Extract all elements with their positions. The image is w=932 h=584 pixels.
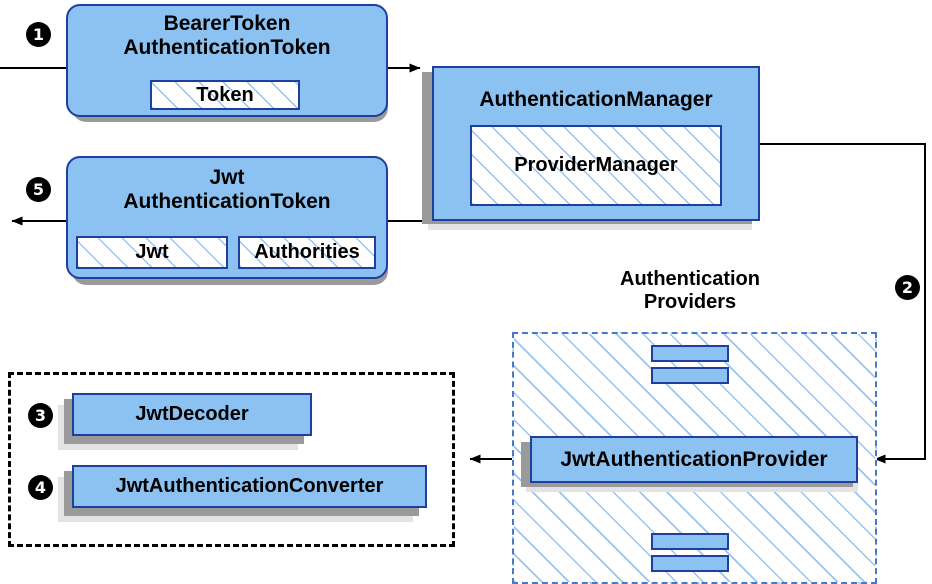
jwt-support-group — [8, 372, 455, 547]
step-badge-5-number: 5 — [32, 179, 45, 199]
bearer-token-line1: BearerToken — [163, 12, 291, 35]
token-label: Token — [196, 83, 254, 106]
jwt-converter-label: JwtAuthenticationConverter — [115, 475, 384, 498]
authentication-providers-title-line1: Authentication — [620, 268, 760, 290]
jwt-inner-box: Jwt — [76, 236, 228, 269]
jwt-decoder-label: JwtDecoder — [135, 403, 249, 426]
jwt-label: Jwt — [135, 241, 169, 263]
bearer-token-inner-token-box: Token — [150, 80, 300, 110]
jwt-auth-provider: JwtAuthenticationProvider — [530, 436, 858, 483]
jwt-converter-box: JwtAuthenticationConverter — [72, 465, 427, 508]
step-badge-5: 5 — [26, 177, 51, 202]
authentication-providers-title: Authentication Providers — [590, 268, 790, 314]
step-badge-1: 1 — [26, 22, 51, 47]
provider-bar-bottom-1 — [651, 533, 729, 550]
provider-manager-label: ProviderManager — [514, 154, 678, 176]
step-badge-4: 4 — [28, 475, 53, 500]
step-badge-4-number: 4 — [34, 477, 47, 497]
step-badge-3-number: 3 — [34, 405, 47, 425]
authentication-providers-title-line2: Providers — [643, 291, 737, 314]
bearer-token-line2: AuthenticationToken — [123, 35, 331, 59]
jwt-decoder-box: JwtDecoder — [72, 393, 312, 436]
provider-bars-top — [651, 345, 729, 387]
provider-bars-bottom — [651, 533, 729, 575]
provider-bar-top-2 — [651, 367, 729, 384]
provider-manager-inner-box: ProviderManager — [470, 125, 722, 206]
connector-manager-to-provider — [760, 143, 926, 464]
authentication-manager-title: AuthenticationManager — [479, 88, 713, 111]
step-badge-2-number: 2 — [901, 277, 914, 297]
step-badge-2: 2 — [895, 275, 920, 300]
jwt-auth-provider-label: JwtAuthenticationProvider — [560, 447, 828, 471]
step-badge-1-number: 1 — [32, 24, 45, 44]
jwt-auth-token-line2: AuthenticationToken — [123, 189, 331, 213]
provider-bar-bottom-2 — [651, 555, 729, 572]
authorities-inner-box: Authorities — [238, 236, 376, 269]
provider-bar-top-1 — [651, 345, 729, 362]
step-badge-3: 3 — [28, 403, 53, 428]
jwt-auth-token-line1: Jwt — [209, 166, 245, 189]
authorities-label: Authorities — [254, 241, 360, 263]
